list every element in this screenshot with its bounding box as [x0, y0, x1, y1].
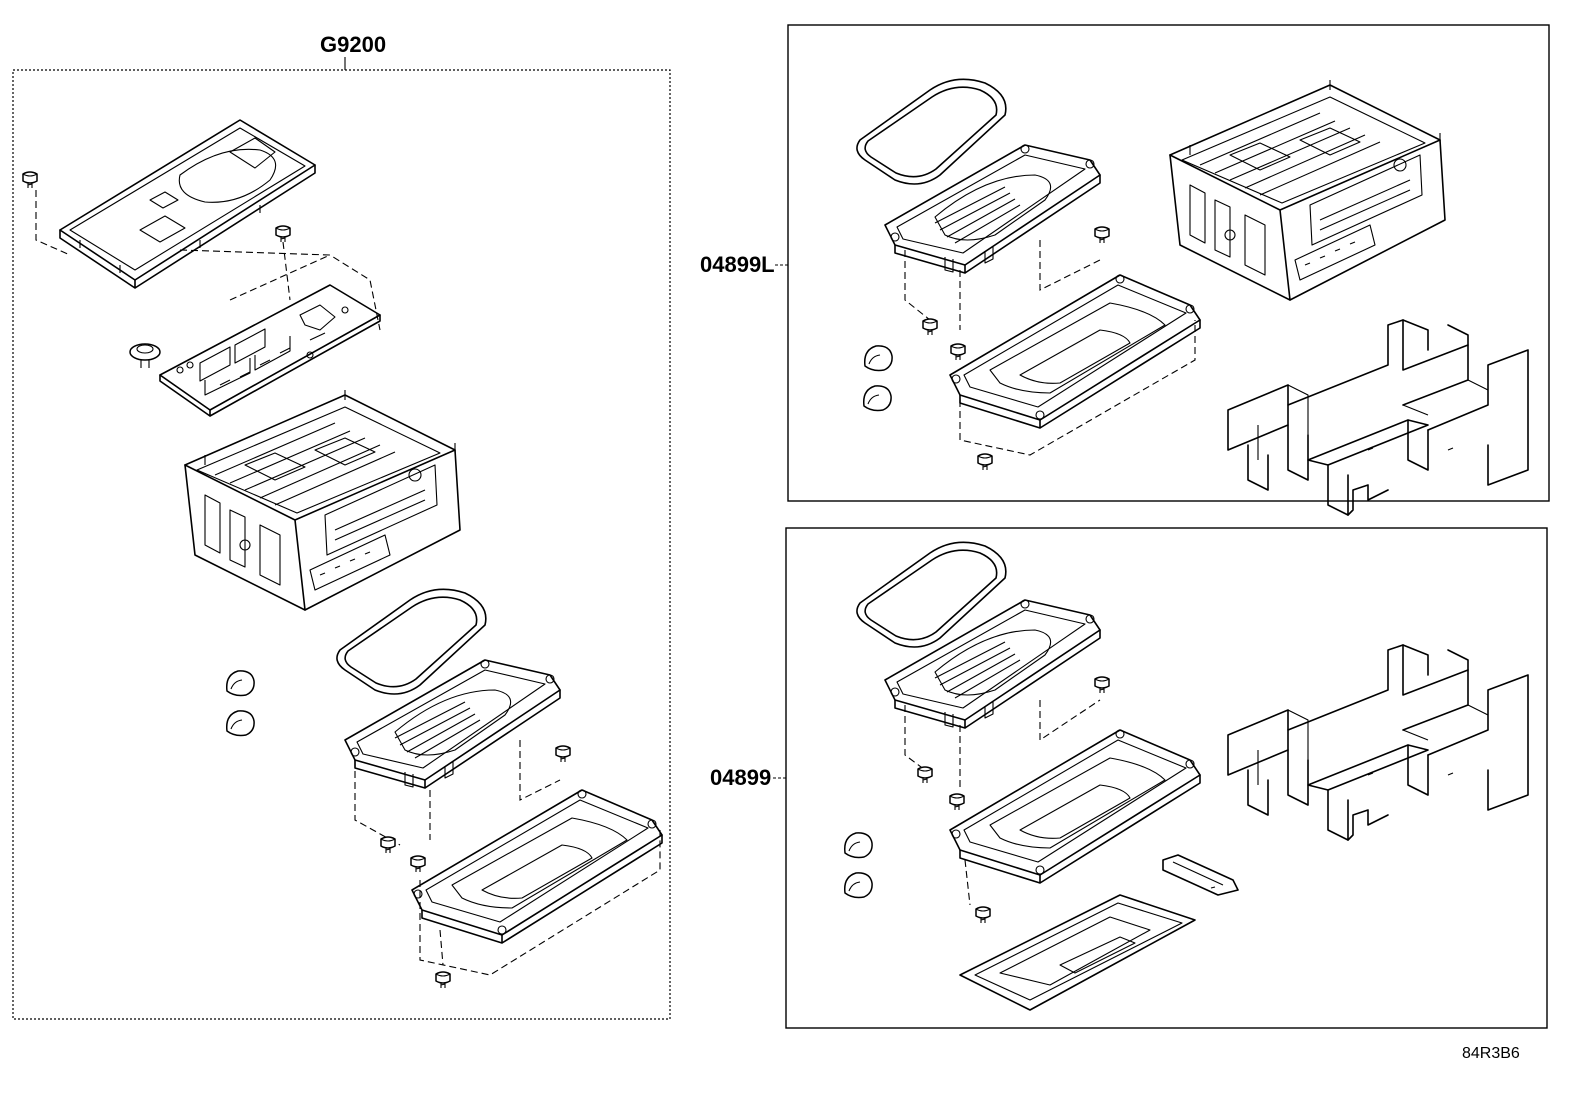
bolt	[949, 793, 965, 811]
bolt	[975, 906, 991, 924]
cap	[225, 670, 255, 697]
packing-insert	[1227, 644, 1529, 841]
gasket	[336, 588, 487, 695]
bolt	[1094, 676, 1110, 694]
inverter-housing	[1169, 79, 1446, 301]
kit-lower-boundary	[785, 527, 1548, 1029]
top-cover	[59, 119, 316, 289]
lower-case	[949, 274, 1201, 429]
main-kit-group: G9200	[12, 32, 671, 1020]
bolt	[380, 836, 396, 854]
label-kit-lower: 04899	[710, 765, 771, 790]
cap	[843, 832, 873, 859]
gasket	[856, 541, 1007, 648]
bolt	[275, 225, 291, 243]
label-kit-main: G9200	[320, 32, 386, 57]
cover-plate	[884, 144, 1101, 274]
cover-plate	[884, 599, 1101, 729]
bolt	[922, 318, 938, 336]
bolt	[977, 453, 993, 471]
cover-plate	[344, 659, 561, 789]
lower-kit-group: 04899	[710, 527, 1548, 1029]
label-kit-upper: 04899L	[700, 252, 775, 277]
lower-case	[411, 789, 663, 944]
kit-upper-boundary	[787, 24, 1550, 502]
bolt	[950, 343, 966, 361]
under-cover	[959, 894, 1196, 1011]
upper-kit-group: 04899L	[700, 24, 1550, 516]
bolt	[917, 766, 933, 784]
bolt	[435, 971, 451, 989]
kit-main-boundary	[12, 69, 671, 1020]
bolt	[555, 745, 571, 763]
bolt	[22, 171, 38, 189]
bolt	[1094, 226, 1110, 244]
bracket	[1162, 854, 1239, 896]
grommet	[129, 343, 161, 369]
cap	[863, 345, 893, 372]
packing-insert	[1227, 319, 1529, 516]
bolt	[410, 855, 426, 873]
cap	[225, 710, 255, 737]
cap	[862, 385, 892, 412]
inverter-housing	[184, 389, 461, 611]
cap	[843, 872, 873, 899]
diagram-code: 84R3B6	[1462, 1045, 1520, 1062]
